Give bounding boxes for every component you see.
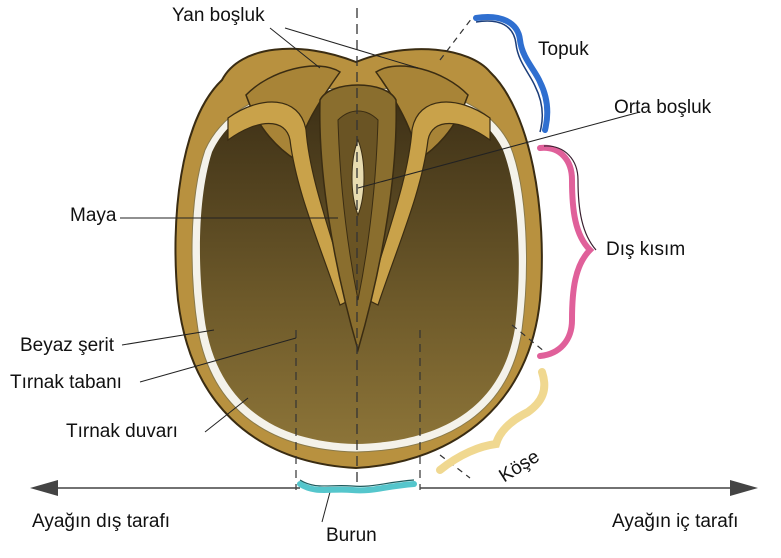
label-maya: Maya bbox=[70, 206, 116, 225]
label-yan-bosluk: Yan boşluk bbox=[172, 6, 265, 25]
burun-bracket bbox=[300, 484, 414, 490]
label-tirnak-duvari: Tırnak duvarı bbox=[66, 422, 178, 441]
label-beyaz-serit: Beyaz şerit bbox=[20, 336, 114, 355]
label-burun: Burun bbox=[326, 526, 377, 545]
right-direction-arrow bbox=[420, 480, 758, 496]
left-direction-arrow bbox=[30, 480, 300, 496]
label-topuk: Topuk bbox=[538, 40, 589, 59]
label-dis-kisim: Dış kısım bbox=[606, 240, 685, 259]
label-ayagin-ic-tarafi: Ayağın iç tarafı bbox=[612, 512, 738, 531]
label-orta-bosluk: Orta boşluk bbox=[614, 98, 711, 117]
label-tirnak-tabani: Tırnak tabanı bbox=[10, 373, 122, 392]
label-ayagin-dis-tarafi: Ayağın dış tarafı bbox=[32, 512, 170, 531]
dis-kisim-bracket bbox=[540, 148, 590, 356]
